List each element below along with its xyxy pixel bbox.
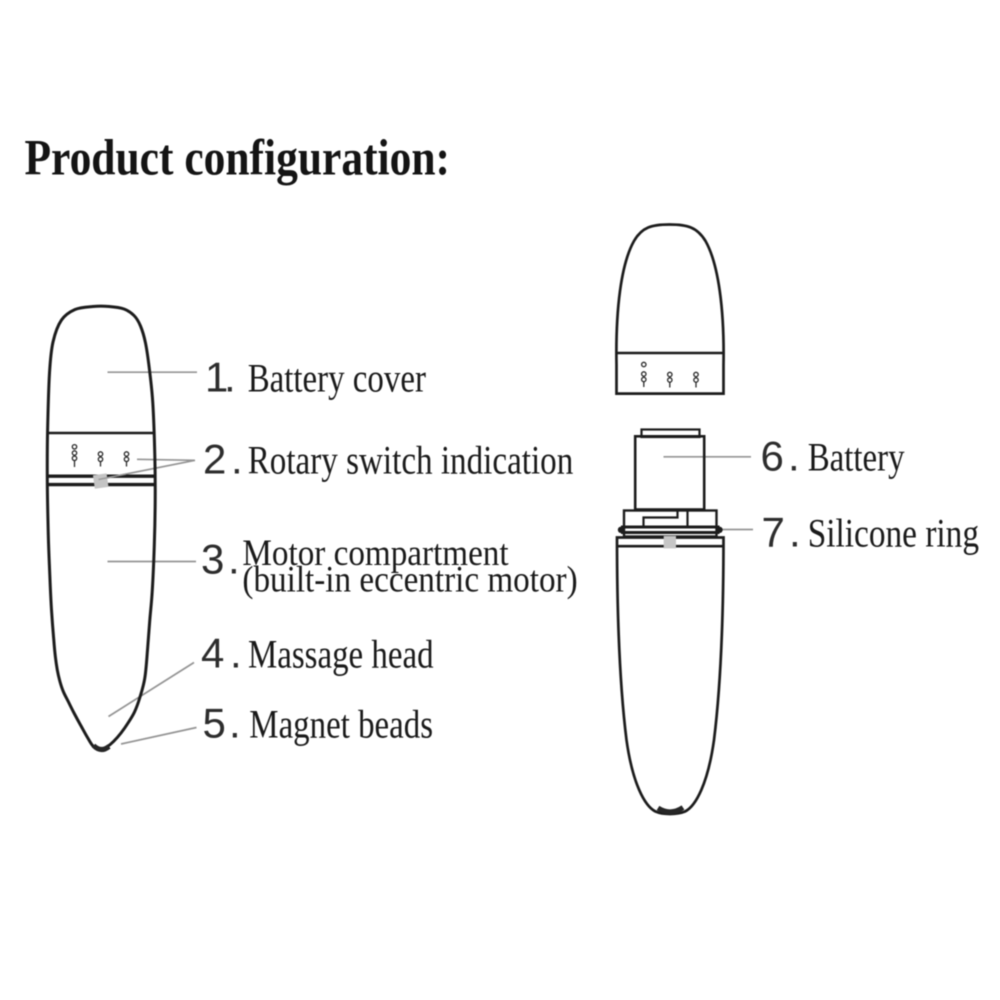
svg-text:.: . [224,354,236,401]
svg-text:4: 4 [201,629,224,676]
svg-text:.: . [229,699,241,746]
svg-text:Magnet beads: Magnet beads [249,701,433,746]
svg-text:.: . [231,436,243,483]
svg-text:(built-in eccentric motor): (built-in eccentric motor) [242,559,577,600]
svg-text:Motor compartment: Motor compartment [242,532,508,573]
svg-text:2: 2 [203,436,226,483]
svg-text:5: 5 [203,699,226,746]
svg-text:.: . [230,629,242,676]
svg-text:Rotary switch indication: Rotary switch indication [248,438,574,483]
svg-text:3: 3 [201,536,224,583]
svg-text:.: . [228,536,240,583]
svg-text:1: 1 [205,354,228,401]
svg-text:Battery cover: Battery cover [248,356,426,401]
svg-text:Massage head: Massage head [248,631,434,676]
svg-text:.: . [789,508,801,555]
svg-text:Product configuration:: Product configuration: [25,130,451,186]
svg-text:6: 6 [761,432,784,479]
svg-text:Silicone ring: Silicone ring [808,511,979,556]
svg-text:Battery: Battery [808,434,905,479]
svg-text:.: . [788,432,800,479]
svg-text:7: 7 [762,508,785,555]
